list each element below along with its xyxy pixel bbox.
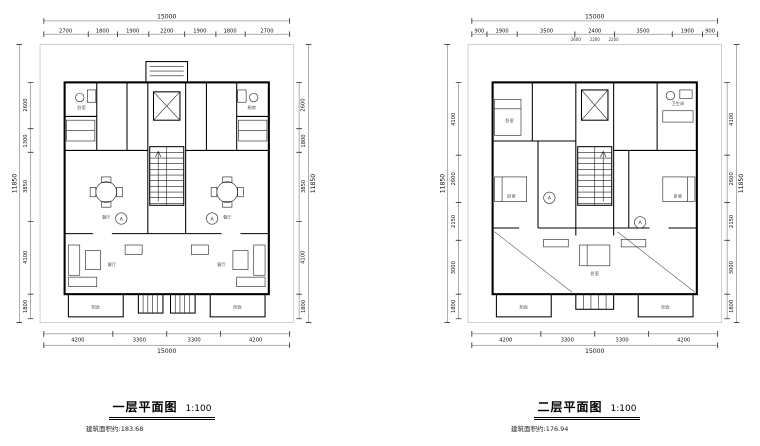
dim-label: 1800	[23, 300, 29, 313]
dim-label: 1800	[729, 300, 735, 313]
dim-label: 2150	[729, 215, 735, 228]
dim-label: 1800	[301, 300, 307, 313]
plan-border-frame	[39, 44, 294, 323]
dim-label: 15000	[585, 14, 605, 21]
dim-label: 11850	[11, 174, 18, 194]
dim-label: 2400	[588, 28, 601, 34]
dim-label: 3000	[729, 261, 735, 274]
plan-scale: 1:100	[610, 404, 637, 414]
dim-label: 15000	[157, 14, 177, 21]
room-label: 阳台	[520, 303, 529, 310]
area-note: 建筑面积约:183.68	[86, 425, 144, 433]
room-label: 客厅	[217, 261, 226, 268]
dim-label: 3300	[188, 337, 201, 343]
room-label: 阳台	[233, 303, 242, 310]
dim-label: 11850	[439, 174, 446, 194]
dim-label: 1900	[495, 28, 508, 34]
dim-label: 2600	[729, 172, 735, 185]
room-label: 阳台	[92, 303, 101, 310]
dim-label: 4200	[499, 337, 512, 343]
dim-label: 3300	[616, 337, 629, 343]
area-note: 建筑面积约:176.94	[511, 425, 569, 433]
dim-label: 4100	[23, 251, 29, 264]
axis-label: A	[638, 220, 642, 226]
dim-label: 2150	[451, 215, 457, 228]
room-label: 卧室	[590, 270, 599, 277]
axis-bubbles-second-floor: A A	[543, 191, 647, 229]
dimension-lines-first-floor: 15000 2700 1800 1900 2200 1900 1800 2700…	[11, 14, 317, 355]
room-label: 卫生间	[672, 100, 685, 107]
dim-label: 1300	[23, 134, 29, 147]
second-floor-plan-drawing: 15000 900 1900 3500 2400 3500 1900 900 2…	[439, 14, 745, 355]
axis-label: A	[210, 216, 214, 222]
axis-bubbles-first-floor: A A	[115, 212, 219, 225]
room-label: 客厅	[108, 261, 117, 268]
dim-label: 4100	[301, 251, 307, 264]
dim-label: 4100	[729, 113, 735, 126]
dim-label: 1900	[681, 28, 694, 34]
plan-title: 一层平面图	[112, 400, 178, 414]
dim-label: 3850	[301, 180, 307, 193]
dim-label: 3850	[23, 180, 29, 193]
plan-title: 二层平面图	[537, 400, 603, 414]
room-label: 卧室	[77, 104, 86, 111]
first-floor-title-row: 一层平面图 1:100	[108, 396, 216, 420]
dim-label: 4200	[71, 337, 84, 343]
second-floor-title-block: 二层平面图 1:100 建筑面积约:176.94	[477, 396, 697, 433]
room-labels-second-floor: 卧室 卫生间 卧室 卧室 卧室 阳台 阳台	[505, 100, 684, 310]
axis-label: A	[120, 216, 124, 222]
furniture-first-floor	[66, 89, 268, 287]
dim-label: 11850	[310, 174, 317, 194]
first-floor-plan-drawing: 15000 2700 1800 1900 2200 1900 1800 2700…	[11, 14, 317, 355]
dim-label: 2700	[260, 28, 273, 34]
room-labels-first-floor: 卧室 厨房 餐厅 餐厅 客厅 客厅 阳台 阳台	[77, 104, 256, 310]
dim-label: 900	[474, 28, 484, 34]
dim-label: 4200	[677, 337, 690, 343]
building-walls-second-floor	[491, 81, 698, 318]
dim-label: 1800	[301, 134, 307, 147]
dim-label: 1900	[126, 28, 139, 34]
dim-label: 4100	[451, 113, 457, 126]
dim-label: 15000	[157, 348, 177, 355]
first-floor-title-block: 一层平面图 1:100 建筑面积约:183.68	[52, 396, 272, 433]
dim-label: 2200	[590, 37, 601, 42]
second-floor-title-row: 二层平面图 1:100	[533, 396, 641, 420]
dim-label: 15000	[585, 348, 605, 355]
plan-scale: 1:100	[185, 404, 212, 414]
room-label: 餐厅	[102, 214, 111, 221]
plan-border-frame	[467, 44, 722, 323]
dim-label: 3500	[636, 28, 649, 34]
furniture-second-floor	[494, 89, 696, 267]
dim-label: 2200	[609, 37, 620, 42]
dim-label: 1900	[193, 28, 206, 34]
dimension-lines-second-floor: 15000 900 1900 3500 2400 3500 1900 900 2…	[439, 14, 745, 355]
dim-label: 3500	[540, 28, 553, 34]
dim-label: 1800	[451, 300, 457, 313]
dim-label: 3000	[451, 261, 457, 274]
dim-label: 3300	[561, 337, 574, 343]
room-label: 卧室	[674, 193, 683, 200]
dim-label: 11850	[738, 174, 745, 194]
dim-label: 3300	[133, 337, 146, 343]
dim-label: 1800	[96, 28, 109, 34]
dim-label: 900	[705, 28, 715, 34]
dim-label: 2600	[451, 172, 457, 185]
dim-label: 1800	[223, 28, 236, 34]
room-label: 厨房	[248, 104, 257, 111]
dim-label: 2600	[571, 37, 582, 42]
dim-label: 2700	[59, 28, 72, 34]
building-walls-first-floor	[63, 61, 270, 318]
room-label: 阳台	[661, 303, 670, 310]
dim-label: 2200	[160, 28, 173, 34]
room-label: 卧室	[507, 193, 516, 200]
dim-label: 4200	[249, 337, 262, 343]
dim-label: 2600	[23, 98, 29, 111]
axis-label: A	[548, 196, 552, 202]
room-label: 餐厅	[223, 214, 232, 221]
dim-label: 2600	[301, 98, 307, 111]
room-label: 卧室	[505, 117, 514, 124]
